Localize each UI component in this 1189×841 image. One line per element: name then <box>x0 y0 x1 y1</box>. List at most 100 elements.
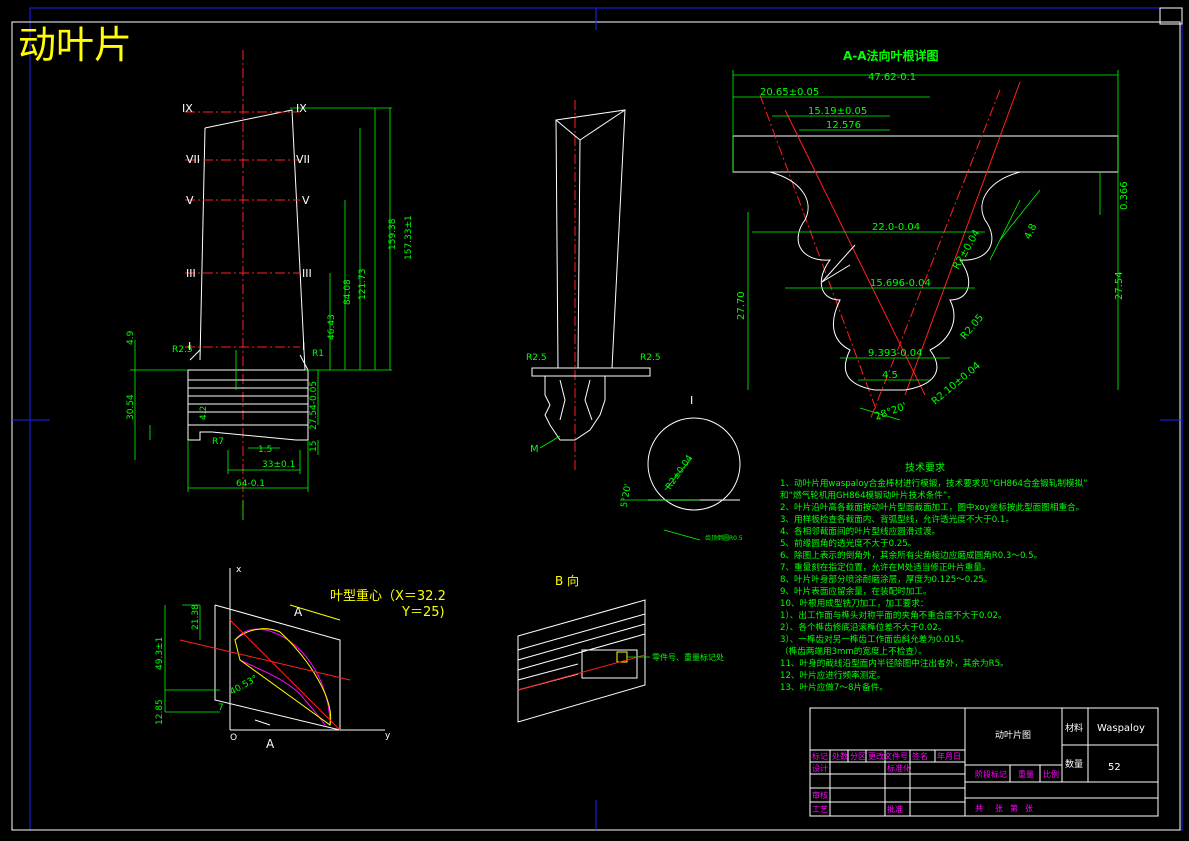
svg-text:R7: R7 <box>212 437 224 447</box>
svg-text:R2.5: R2.5 <box>526 353 547 363</box>
drawing-title: 动叶片 <box>18 23 132 67</box>
svg-text:零件号、重量标记处: 零件号、重量标记处 <box>652 652 724 662</box>
svg-text:B 向: B 向 <box>555 573 579 588</box>
svg-text:64-0.1: 64-0.1 <box>236 479 265 489</box>
svg-text:处数: 处数 <box>832 751 848 761</box>
svg-text:M: M <box>530 444 539 455</box>
svg-text:批准: 批准 <box>887 804 903 814</box>
svg-text:5、前缘圆角的透光度不大于0.25。: 5、前缘圆角的透光度不大于0.25。 <box>780 537 916 549</box>
svg-text:28°20': 28°20' <box>873 401 908 423</box>
svg-text:6、除图上表示的倒角外，其余所有尖角棱边应磨成圆角R0.3～: 6、除图上表示的倒角外，其余所有尖角棱边应磨成圆角R0.3～0.5。 <box>780 549 1042 561</box>
svg-text:共: 共 <box>975 804 983 813</box>
svg-text:（榫齿两端用3mm的宽度上不检查）。: （榫齿两端用3mm的宽度上不检查）。 <box>780 645 927 657</box>
svg-text:R2±0.04: R2±0.04 <box>951 228 983 272</box>
section-mark-ix-r: IX <box>296 102 307 115</box>
svg-text:4.2: 4.2 <box>199 406 209 420</box>
svg-text:数量: 数量 <box>1065 758 1083 770</box>
svg-text:84.08: 84.08 <box>343 279 353 305</box>
svg-text:20.65±0.05: 20.65±0.05 <box>760 87 819 98</box>
section-mark-i-r: I <box>302 340 305 353</box>
detail-label: I <box>690 394 693 407</box>
quantity-value: 52 <box>1108 762 1121 773</box>
svg-text:33±0.1: 33±0.1 <box>262 460 295 470</box>
svg-text:R2.05: R2.05 <box>959 312 986 341</box>
svg-text:9.393-0.04: 9.393-0.04 <box>868 348 923 359</box>
drawing-border <box>11 21 1181 831</box>
section-mark-v-l: V <box>186 194 194 207</box>
profile-graph: x y O 21.38 49.3±1 12.85 7 40.53° A A 叶型… <box>155 565 446 751</box>
svg-text:0.366: 0.366 <box>1119 181 1130 210</box>
section-mark-iii-l: III <box>186 267 196 280</box>
section-mark-ix-l: IX <box>182 102 193 115</box>
section-mark-vii-r: VII <box>296 153 310 166</box>
svg-text:阶段标记: 阶段标记 <box>975 769 1007 779</box>
svg-text:和“燃气轮机用GH864模锻动叶片技术条件”。: 和“燃气轮机用GH864模锻动叶片技术条件”。 <box>780 489 956 501</box>
view-b: B 向 零件号、重量标记处 <box>517 573 724 723</box>
svg-text:y: y <box>385 731 391 741</box>
svg-text:4.8: 4.8 <box>1023 222 1040 241</box>
svg-text:叶型重心（X＝32.2: 叶型重心（X＝32.2 <box>330 588 446 604</box>
section-mark-iii-r: III <box>302 267 312 280</box>
corner-box <box>1159 7 1183 25</box>
svg-text:比例: 比例 <box>1043 769 1059 779</box>
svg-text:R2.5: R2.5 <box>640 353 661 363</box>
svg-text:2）、各个榫齿修底沿滚榫位差不大于0.02。: 2）、各个榫齿修底沿滚榫位差不大于0.02。 <box>780 621 946 633</box>
svg-text:设计: 设计 <box>812 763 828 773</box>
svg-text:R2±0.04: R2±0.04 <box>664 453 695 491</box>
svg-text:9、叶片表面应留余量，在装配时加工。: 9、叶片表面应留余量，在装配时加工。 <box>780 585 932 597</box>
svg-text:1.5: 1.5 <box>258 445 272 455</box>
blade-side-view: M R2.5 R2.5 <box>526 100 661 470</box>
svg-text:121.73: 121.73 <box>358 269 368 301</box>
svg-text:材料: 材料 <box>1065 722 1083 734</box>
svg-text:30.54: 30.54 <box>126 394 136 420</box>
svg-text:27.54: 27.54 <box>1114 271 1125 300</box>
svg-text:R2.10±0.04: R2.10±0.04 <box>930 360 983 407</box>
svg-text:4.9: 4.9 <box>126 330 136 345</box>
section-title: A-A法向叶根详图 <box>843 48 939 63</box>
svg-text:12.85: 12.85 <box>155 699 165 725</box>
svg-text:5°20': 5°20' <box>620 483 634 509</box>
blade-elevation-view: 157.33±1 159.38 121.73 84.08 46.43 4.9 3… <box>126 50 414 520</box>
title-block: 动叶片图 材料 Waspaloy 数量 52 标记 处数 分区 更改文件号 签名… <box>809 707 1159 817</box>
svg-text:签名: 签名 <box>912 751 928 761</box>
svg-text:3、用样板检查各截面内、背弧型线，允许透光度不大于0.1。: 3、用样板检查各截面内、背弧型线，允许透光度不大于0.1。 <box>780 513 1014 525</box>
material-value: Waspaloy <box>1097 723 1145 734</box>
svg-text:11、叶身的截线沿型面内半径除图中注出者外，其余为R5。: 11、叶身的截线沿型面内半径除图中注出者外，其余为R5。 <box>780 657 1009 669</box>
svg-text:46.43: 46.43 <box>327 314 337 340</box>
detail-i-view: I R2±0.04 5°20' 齿顶倒圆R0.5 <box>620 394 743 542</box>
svg-text:47.62-0.1: 47.62-0.1 <box>868 72 916 83</box>
section-mark-v-r: V <box>302 194 310 207</box>
svg-text:4.5: 4.5 <box>882 370 898 381</box>
svg-text:标准化: 标准化 <box>887 763 911 773</box>
svg-text:15.696-0.04: 15.696-0.04 <box>870 278 931 289</box>
svg-text:13、叶片应做7～8片备件。: 13、叶片应做7～8片备件。 <box>780 681 888 693</box>
svg-text:159.38: 159.38 <box>388 218 398 250</box>
svg-text:第: 第 <box>1010 803 1018 813</box>
svg-text:3）、一榫齿对另一榫齿工作面齿斜允差为0.015。: 3）、一榫齿对另一榫齿工作面齿斜允差为0.015。 <box>780 633 969 645</box>
svg-text:张: 张 <box>1025 804 1033 813</box>
svg-text:10、叶根用成型铣刀加工，加工要求：: 10、叶根用成型铣刀加工，加工要求： <box>780 597 928 609</box>
section-mark-vii-l: VII <box>186 153 200 166</box>
svg-text:R1: R1 <box>312 349 324 359</box>
drawing-name: 动叶片图 <box>995 729 1031 741</box>
svg-text:标记: 标记 <box>812 751 828 761</box>
svg-text:12.576: 12.576 <box>826 120 861 131</box>
svg-text:2、叶片沿叶高各截面按动叶片型面截面加工，图中xoy坐标按此: 2、叶片沿叶高各截面按动叶片型面截面加工，图中xoy坐标按此型面图相重合。 <box>780 501 1084 513</box>
svg-text:27.54-0.05: 27.54-0.05 <box>309 381 319 430</box>
svg-text:1、动叶片用waspaloy合金棒材进行模锻，技术要求见“G: 1、动叶片用waspaloy合金棒材进行模锻，技术要求见“GH864合金锻轧制模… <box>780 477 1088 489</box>
technical-requirements: 技术要求 1、动叶片用waspaloy合金棒材进行模锻，技术要求见“GH864合… <box>780 461 1088 693</box>
svg-text:7、重量刻在指定位置，允许在M处适当修正叶片重量。: 7、重量刻在指定位置，允许在M处适当修正叶片重量。 <box>780 561 991 573</box>
section-aa-view: A-A法向叶根详图 47.62-0.1 20.65±0.05 <box>732 48 1130 423</box>
section-mark-i-l: I <box>188 340 191 353</box>
svg-text:重量: 重量 <box>1018 769 1034 779</box>
svg-text:15: 15 <box>309 441 319 452</box>
svg-text:22.0-0.04: 22.0-0.04 <box>872 222 920 233</box>
svg-text:27.70: 27.70 <box>736 291 747 320</box>
svg-text:21.38: 21.38 <box>191 604 201 630</box>
svg-text:A: A <box>266 737 275 751</box>
svg-text:A: A <box>294 605 303 619</box>
svg-text:4、各相邻截面间的叶片型线应圆滑过渡。: 4、各相邻截面间的叶片型线应圆滑过渡。 <box>780 525 940 537</box>
svg-text:x: x <box>236 565 242 575</box>
svg-text:工艺: 工艺 <box>812 805 828 814</box>
